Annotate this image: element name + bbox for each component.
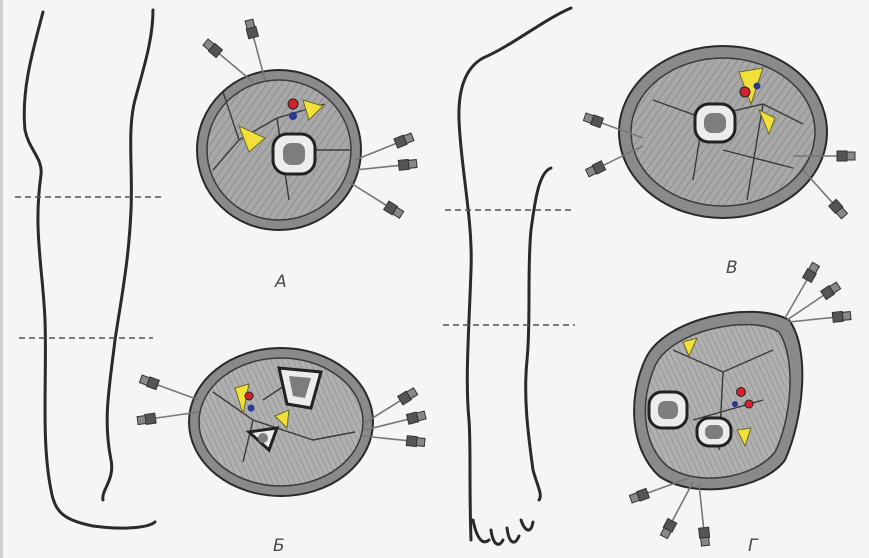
- cross-section-g: [629, 262, 851, 546]
- arm-outer-contour: [459, 8, 571, 540]
- arm-outline: [459, 8, 571, 544]
- label-section-b: Б: [273, 536, 285, 556]
- cross-section-v: [583, 46, 855, 219]
- label-section-v: В: [726, 258, 738, 278]
- vein-v: [754, 83, 761, 90]
- hand-contour: [473, 520, 533, 544]
- artery-a: [288, 99, 298, 109]
- artery-g2: [745, 400, 753, 408]
- vein-a: [289, 112, 297, 120]
- cross-section-b: [137, 348, 426, 496]
- artery-g: [737, 388, 746, 397]
- arm-inner-contour: [526, 168, 551, 500]
- vein-b: [248, 405, 255, 412]
- cross-section-a: [197, 19, 417, 230]
- artery-b: [245, 392, 253, 400]
- vein-g: [732, 401, 738, 407]
- anatomy-diagram: [3, 0, 869, 558]
- label-section-a: А: [275, 272, 287, 292]
- leg-front-contour: [103, 10, 153, 500]
- label-section-g: Г: [748, 536, 757, 556]
- artery-v: [740, 87, 750, 97]
- leg-outline: [24, 10, 155, 528]
- leg-back-contour: [24, 12, 155, 528]
